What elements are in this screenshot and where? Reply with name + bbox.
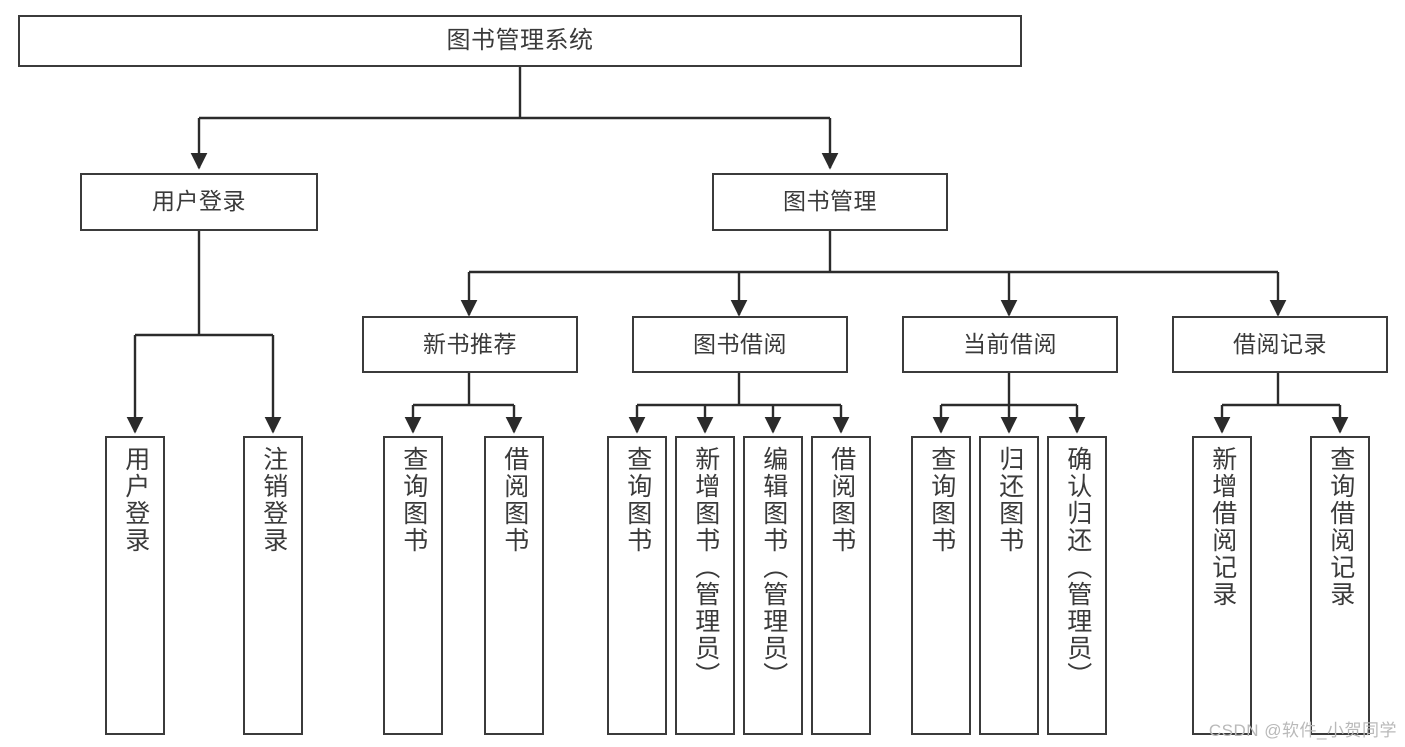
node-label: 当前借阅 (963, 330, 1057, 357)
node-current-borrow[interactable]: 当前借阅 (902, 316, 1118, 373)
node-label: 用户登录 (152, 188, 246, 215)
node-book-borrow[interactable]: 图书借阅 (632, 316, 848, 373)
leaf-borrow-borrow-book[interactable]: 借阅图书 (811, 436, 871, 735)
node-label: 借阅记录 (1233, 330, 1327, 357)
node-label: 查询借阅记录 (1326, 446, 1355, 608)
node-label: 用户登录 (121, 446, 150, 554)
node-label: 新书推荐 (423, 330, 517, 357)
node-label: 查询图书 (399, 446, 428, 554)
node-label: 借阅图书 (827, 446, 856, 554)
leaf-borrow-edit-book-admin[interactable]: 编辑图书（管理员） (743, 436, 803, 735)
node-new-book-recommend[interactable]: 新书推荐 (362, 316, 578, 373)
node-user-login[interactable]: 用户登录 (80, 173, 318, 231)
node-label: 确认归还（管理员） (1063, 446, 1092, 689)
csdn-watermark: CSDN @软件_小贺同学 (1208, 721, 1397, 740)
leaf-records-query-record[interactable]: 查询借阅记录 (1310, 436, 1370, 735)
leaf-new-book-borrow-book[interactable]: 借阅图书 (484, 436, 544, 735)
leaf-user-login-logout[interactable]: 注销登录 (243, 436, 303, 735)
node-borrow-records[interactable]: 借阅记录 (1172, 316, 1388, 373)
node-label: 查询图书 (623, 446, 652, 554)
leaf-current-confirm-return-admin[interactable]: 确认归还（管理员） (1047, 436, 1107, 735)
node-book-management[interactable]: 图书管理 (712, 173, 948, 231)
leaf-borrow-add-book-admin[interactable]: 新增图书（管理员） (675, 436, 735, 735)
node-label: 借阅图书 (500, 446, 529, 554)
leaf-new-book-query-book[interactable]: 查询图书 (383, 436, 443, 735)
node-root-book-management-system[interactable]: 图书管理系统 (18, 15, 1022, 67)
node-label: 新增图书（管理员） (691, 446, 720, 689)
node-label: 查询图书 (927, 446, 956, 554)
leaf-current-return-book[interactable]: 归还图书 (979, 436, 1039, 735)
node-label: 编辑图书（管理员） (759, 446, 788, 689)
node-label: 图书借阅 (693, 330, 787, 357)
leaf-user-login-login[interactable]: 用户登录 (105, 436, 165, 735)
leaf-borrow-query-book[interactable]: 查询图书 (607, 436, 667, 735)
node-label: 图书管理 (783, 188, 877, 215)
node-label: 归还图书 (995, 446, 1024, 554)
leaf-records-add-record[interactable]: 新增借阅记录 (1192, 436, 1252, 735)
leaf-current-query-book[interactable]: 查询图书 (911, 436, 971, 735)
node-label: 注销登录 (259, 446, 288, 554)
node-label: 图书管理系统 (446, 26, 594, 54)
node-label: 新增借阅记录 (1208, 446, 1237, 608)
